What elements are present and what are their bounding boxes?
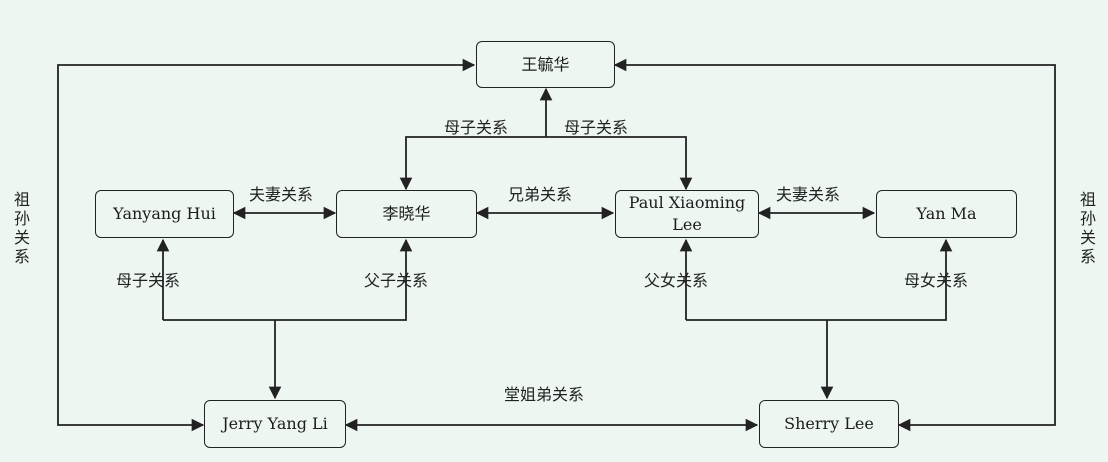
edge-grand-right xyxy=(613,58,1056,432)
label-mother-son-jerry: 母子关系 xyxy=(116,271,181,290)
label-grand-left: 祖孙关系 xyxy=(13,190,30,266)
label-brothers: 兄弟关系 xyxy=(508,185,573,204)
label-father-son-jerry: 父子关系 xyxy=(364,271,429,290)
label-mother-son-left: 母子关系 xyxy=(444,118,509,137)
label-cousins: 堂姐弟关系 xyxy=(504,385,585,404)
label-mother-son-right: 母子关系 xyxy=(564,118,629,137)
edge-grand-left xyxy=(57,58,476,432)
node-yan-ma: Yan Ma xyxy=(876,190,1017,238)
node-sherry-lee: Sherry Lee xyxy=(759,400,899,448)
label-father-daughter: 父女关系 xyxy=(644,271,709,290)
node-jerry-yang-li: Jerry Yang Li xyxy=(204,400,346,448)
edge-wang-li xyxy=(399,136,546,191)
label-couple-left: 夫妻关系 xyxy=(249,185,314,204)
node-wang: 王毓华 xyxy=(476,41,615,88)
label-grand-right: 祖孙关系 xyxy=(1079,190,1096,266)
node-paul-xiaoming-lee: Paul Xiaoming Lee xyxy=(615,190,759,238)
label-mother-daughter: 母女关系 xyxy=(904,271,969,290)
node-yanyang-hui: Yanyang Hui xyxy=(95,190,234,238)
node-li: 李晓华 xyxy=(336,190,477,238)
edge-wang-paul xyxy=(546,136,693,191)
label-couple-right: 夫妻关系 xyxy=(776,185,841,204)
